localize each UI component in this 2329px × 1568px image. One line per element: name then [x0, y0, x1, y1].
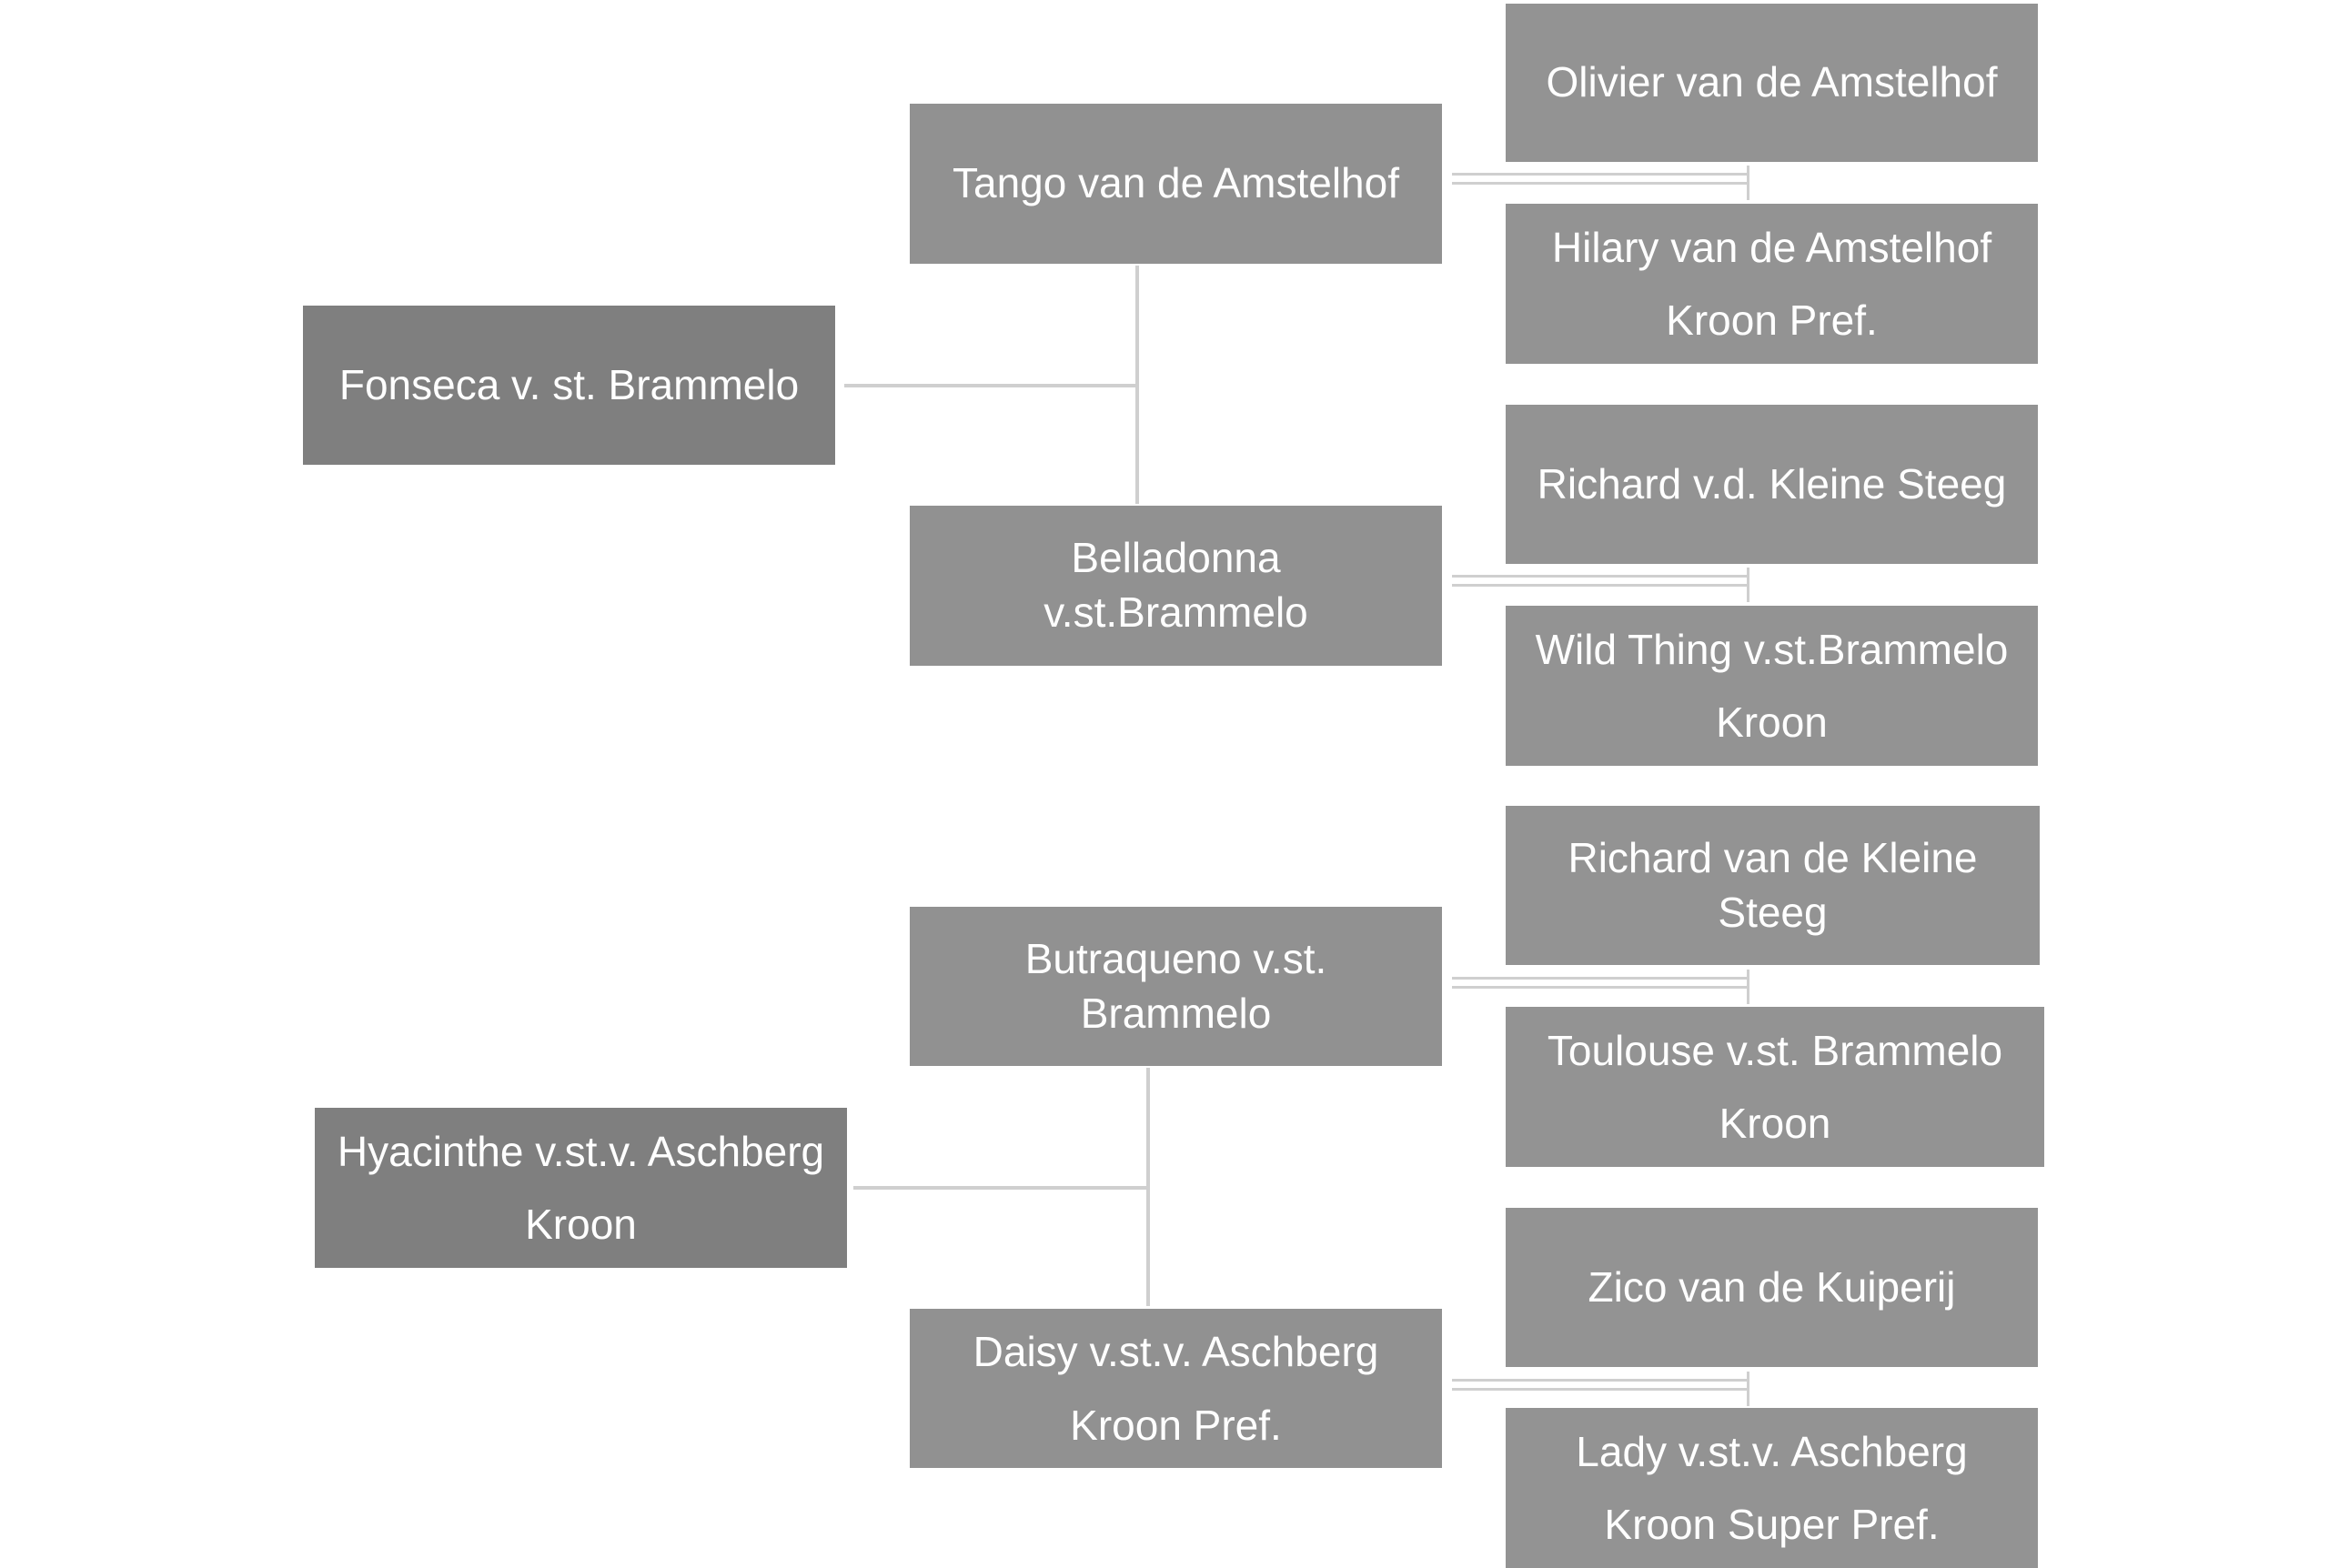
grandsire-paternal-box: Olivier van de Amstelhof [1506, 4, 2038, 162]
connector-spine-p2 [1146, 1068, 1150, 1306]
sire-name-line1: Butraqueno v.st. [1024, 934, 1327, 982]
sire-box: Tango van de Amstelhof [910, 104, 1442, 264]
granddam-paternal-box: Hilary van de Amstelhof Kroon Pref. [1506, 204, 2038, 364]
dam-name-line1: Belladonna [1071, 534, 1281, 582]
connector-belladonna-to-grandparents [1452, 575, 1749, 578]
sire-box: Butraqueno v.st. Brammelo [910, 907, 1442, 1066]
connector-belladonna-to-grandparents [1452, 584, 1749, 587]
granddam-maternal-name: Lady v.st.v. Aschberg [1576, 1427, 1968, 1475]
connector-tick [1747, 166, 1749, 200]
connector-tick [1747, 970, 1749, 1004]
granddam-paternal-box: Toulouse v.st. Brammelo Kroon [1506, 1007, 2044, 1167]
connector-daisy-to-grandparents [1452, 1388, 1749, 1391]
root-dog-title: Kroon [525, 1201, 637, 1248]
granddam-paternal-name: Hilary van de Amstelhof [1551, 223, 1992, 271]
granddam-maternal-title: Kroon [1716, 699, 1828, 746]
grandsire-maternal-name: Richard v.d. Kleine Steeg [1537, 459, 2007, 508]
granddam-maternal-box: Lady v.st.v. Aschberg Kroon Super Pref. [1506, 1408, 2038, 1568]
connector-root2-to-spine [853, 1186, 1150, 1190]
dam-name: Daisy v.st.v. Aschberg [973, 1328, 1379, 1375]
root-dog-name: Fonseca v. st. Brammelo [338, 360, 800, 408]
grandsire-maternal-box: Zico van de Kuiperij [1506, 1208, 2038, 1367]
connector-tango-to-grandparents [1452, 173, 1749, 176]
root-dog-box: Fonseca v. st. Brammelo [303, 306, 835, 465]
granddam-paternal-title: Kroon [1719, 1100, 1831, 1147]
connector-tick [1747, 1372, 1749, 1406]
sire-name: Tango van de Amstelhof [953, 159, 1399, 207]
connector-butraqueno-to-grandparents [1452, 986, 1749, 989]
dam-title: Kroon Pref. [1070, 1401, 1282, 1449]
connector-daisy-to-grandparents [1452, 1379, 1749, 1382]
grandsire-paternal-name-line2: Steeg [1718, 888, 1828, 936]
connector-butraqueno-to-grandparents [1452, 977, 1749, 980]
connector-root1-to-spine [844, 384, 1139, 387]
connector-tick [1747, 568, 1749, 602]
grandsire-paternal-name-line1: Richard van de Kleine [1568, 833, 1978, 881]
grandsire-paternal-name: Olivier van de Amstelhof [1546, 58, 1998, 106]
granddam-maternal-name: Wild Thing v.st.Brammelo [1535, 625, 2009, 673]
granddam-paternal-name: Toulouse v.st. Brammelo [1547, 1026, 2003, 1074]
grandsire-maternal-box: Richard v.d. Kleine Steeg [1506, 405, 2038, 564]
dam-name-line2: v.st.Brammelo [1044, 588, 1308, 636]
dam-box: Daisy v.st.v. Aschberg Kroon Pref. [910, 1309, 1442, 1468]
granddam-maternal-title: Kroon Super Pref. [1604, 1501, 1940, 1548]
granddam-maternal-box: Wild Thing v.st.Brammelo Kroon [1506, 606, 2038, 766]
granddam-paternal-title: Kroon Pref. [1666, 297, 1878, 344]
root-dog-box: Hyacinthe v.st.v. Aschberg Kroon [315, 1108, 847, 1268]
connector-spine-p1 [1135, 266, 1139, 504]
root-dog-name: Hyacinthe v.st.v. Aschberg [337, 1127, 825, 1175]
connector-tango-to-grandparents [1452, 182, 1749, 185]
grandsire-paternal-box: Richard van de Kleine Steeg [1506, 806, 2040, 965]
grandsire-maternal-name: Zico van de Kuiperij [1588, 1262, 1956, 1311]
sire-name-line2: Brammelo [1080, 989, 1272, 1037]
dam-box: Belladonna v.st.Brammelo [910, 506, 1442, 666]
